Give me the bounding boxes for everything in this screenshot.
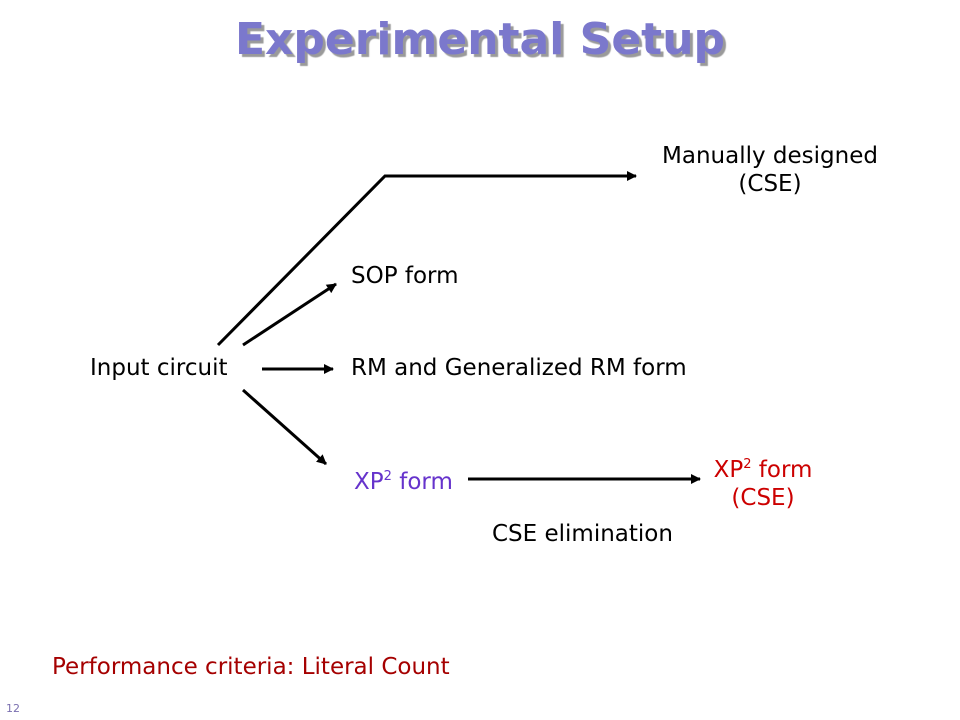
xp2-base: XP <box>354 469 384 495</box>
rm-form-label: RM and Generalized RM form <box>351 355 687 381</box>
xp2-suffix: form <box>391 469 453 495</box>
cse-elimination-label: CSE elimination <box>492 521 673 547</box>
performance-criteria: Performance criteria: Literal Count <box>52 654 450 680</box>
sop-form-label: SOP form <box>351 263 459 289</box>
input-circuit-label: Input circuit <box>90 355 228 381</box>
arrow-to-manual <box>216 171 637 347</box>
xp2-cse-line1: XP2 form <box>668 457 858 485</box>
xp2-cse-suffix: form <box>751 457 813 483</box>
xp2-cse-line2: (CSE) <box>731 484 795 511</box>
slide-title: Experimental Setup <box>234 14 726 65</box>
page-number: 12 <box>6 702 20 715</box>
xp2-sup: 2 <box>383 469 392 484</box>
arrow-to-xp2 <box>242 388 327 466</box>
arrow-to-sop <box>242 282 337 347</box>
manual-node: Manually designed (CSE) <box>650 143 890 198</box>
xp2-form-label: XP2 form <box>354 469 453 497</box>
xp2-cse-node: XP2 form (CSE) <box>668 457 858 512</box>
xp2-cse-base: XP <box>713 457 744 483</box>
manual-line1: Manually designed <box>662 143 878 169</box>
xp2-cse-sup: 2 <box>743 457 752 472</box>
manual-line2: (CSE) <box>738 170 802 197</box>
